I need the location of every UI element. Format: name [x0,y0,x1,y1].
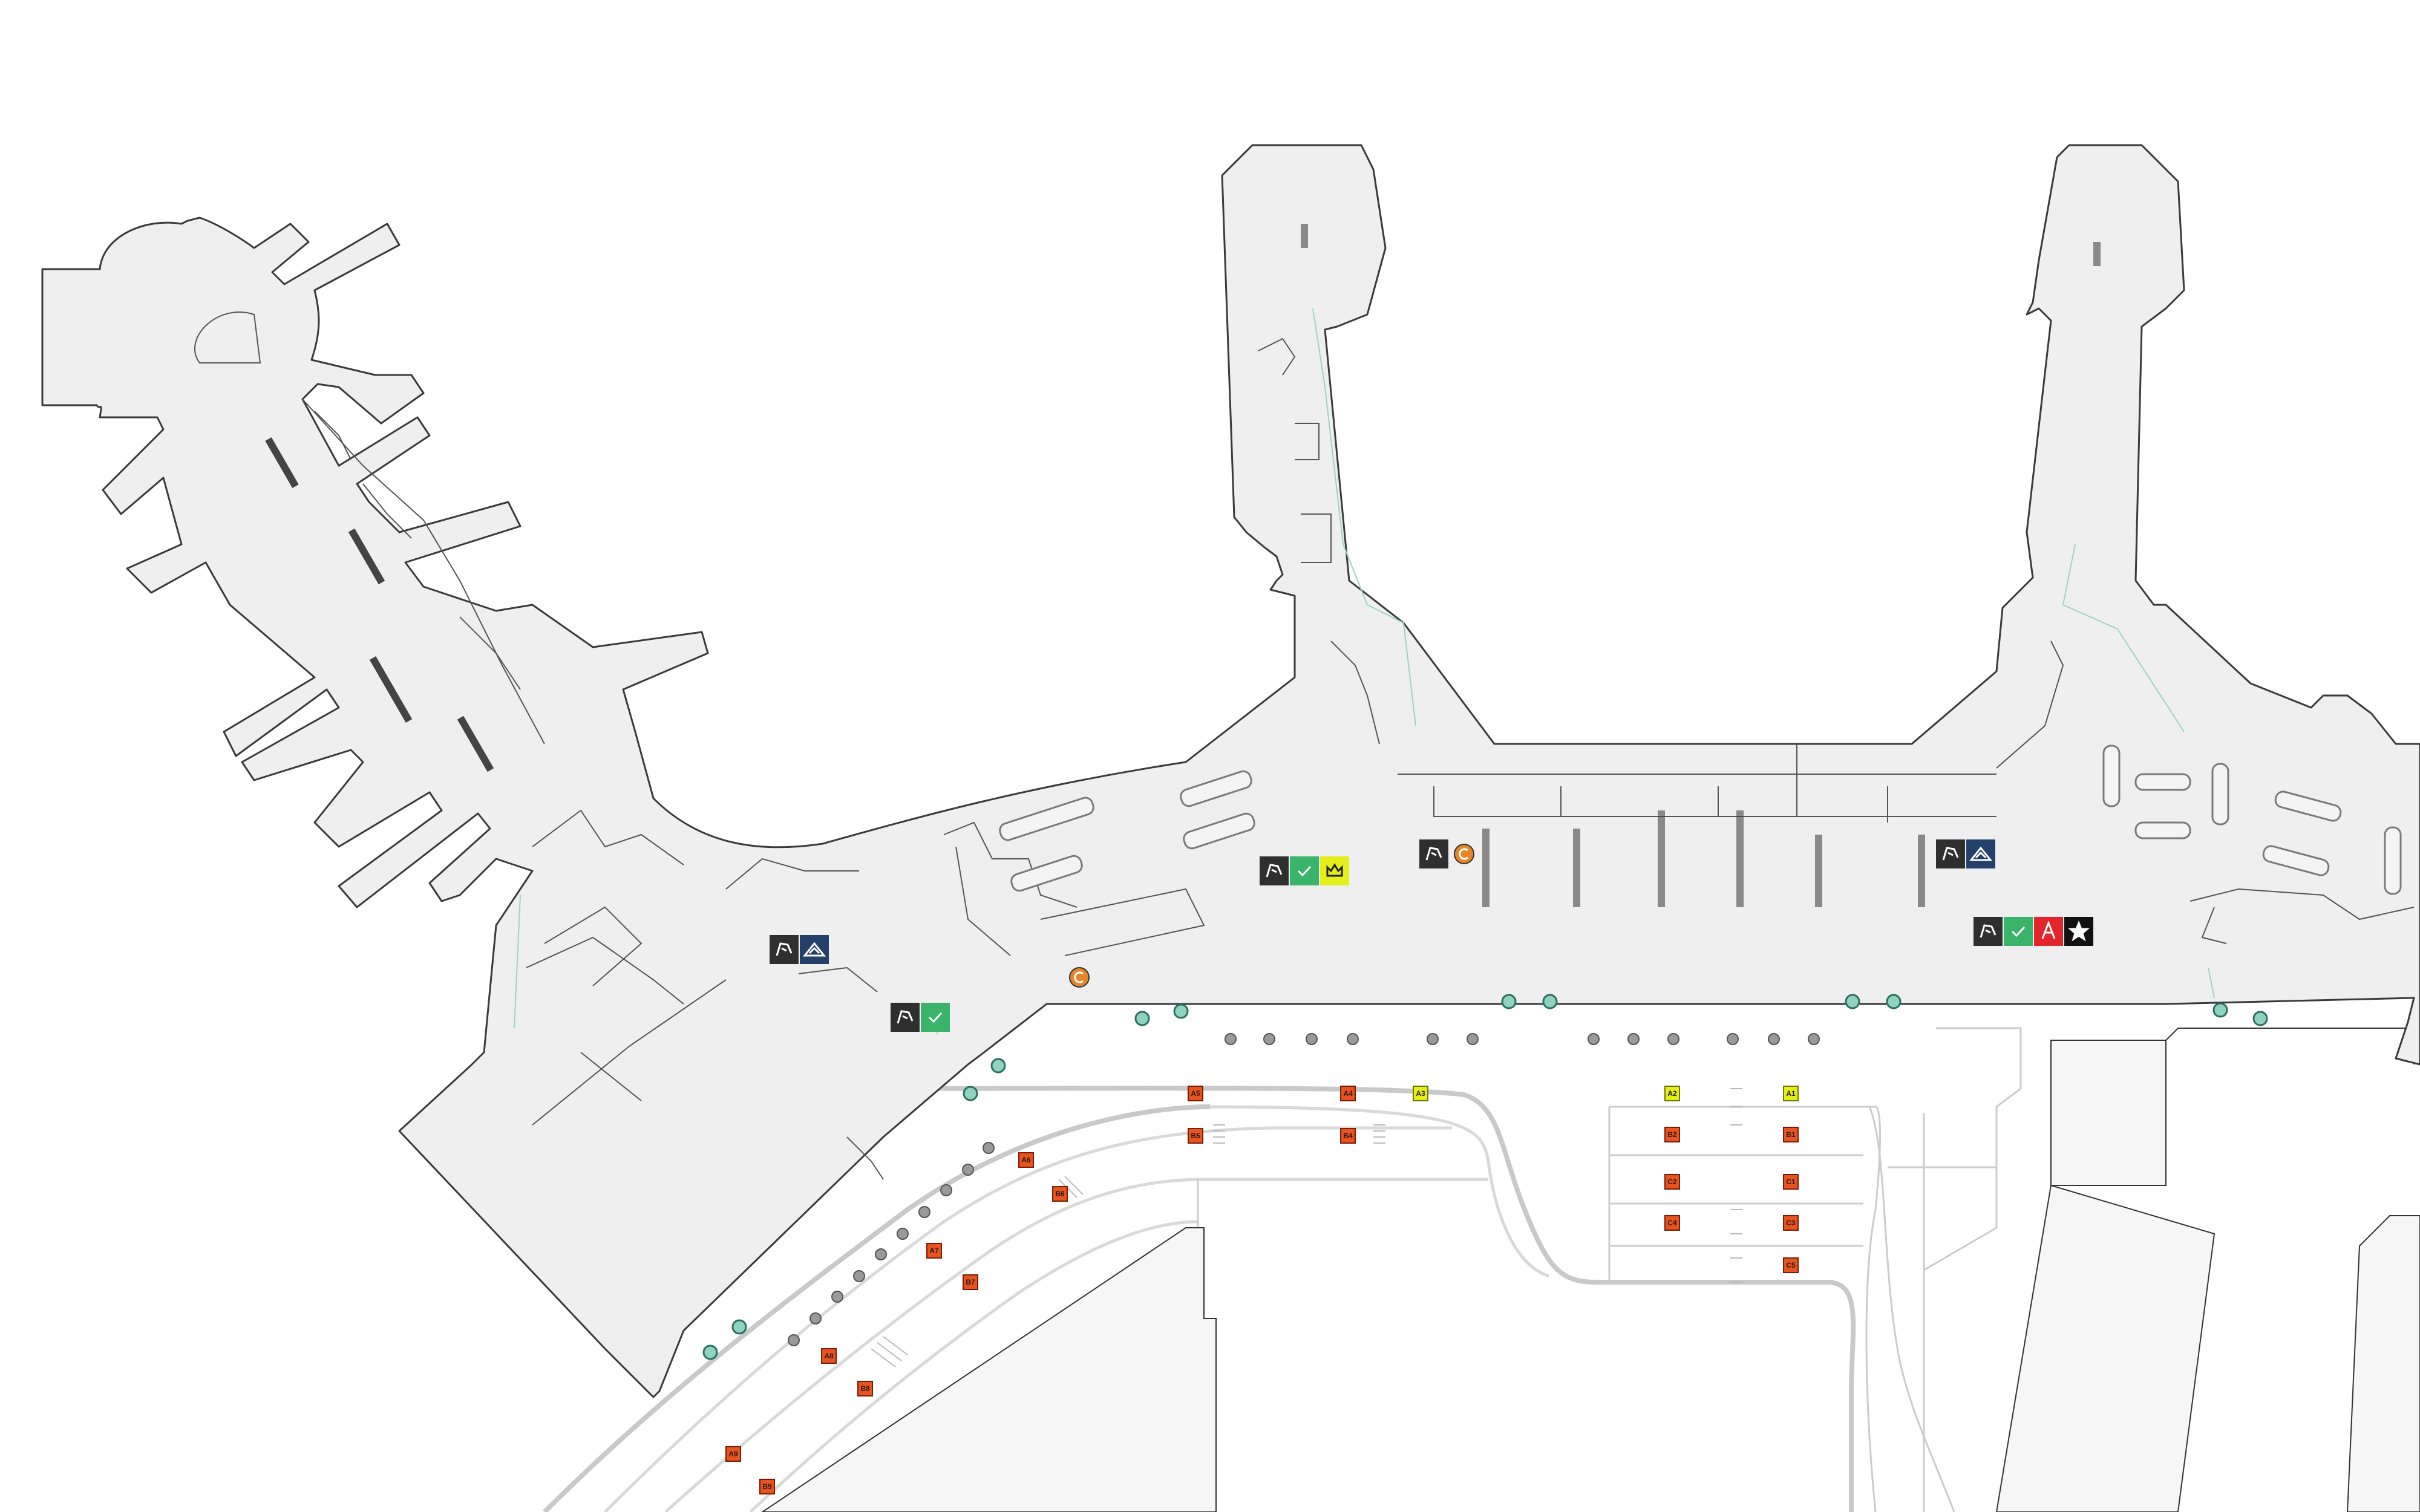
zone-tag-label: A4 [1343,1089,1353,1098]
zone-tag-label: B9 [762,1482,772,1491]
check-in-islands [999,745,2402,895]
checkmark-icon[interactable] [2004,917,2033,946]
zone-tag-red: B7 [963,1274,978,1290]
zone-tag-red: C5 [1783,1257,1799,1273]
gallery-icon[interactable] [1974,917,2003,946]
zone-tag-yellow: A3 [1413,1086,1428,1101]
zone-tag-label: C3 [1786,1219,1796,1227]
crosswalks [871,1088,1742,1367]
zone-tag-label: A1 [1786,1089,1796,1098]
gallery-icon[interactable] [1260,856,1289,885]
zone-tag-label: B7 [966,1278,975,1286]
zone-tag-red: C3 [1783,1215,1799,1231]
gate-desks [265,224,2101,907]
a-letter-icon[interactable] [2034,917,2063,946]
mountain-icon[interactable] [1966,839,1995,868]
crown-icon[interactable] [1320,856,1349,885]
checkmark-icon[interactable] [921,1003,950,1032]
zone-tag-label: A2 [1667,1089,1677,1098]
zone-tag-red: C2 [1664,1174,1680,1190]
checkmark-icon[interactable] [1290,856,1319,885]
zone-tag-label: B1 [1786,1130,1796,1139]
zone-tag-red: B8 [857,1381,873,1396]
gallery-icon[interactable] [1419,839,1448,868]
zone-tag-red: C1 [1783,1174,1799,1190]
zone-tag-red: A8 [821,1348,837,1364]
service-icons [770,839,2093,1032]
zone-tag-label: B4 [1343,1132,1353,1140]
entrance-door[interactable] [1134,1011,1150,1026]
star-icon[interactable] [2064,917,2093,946]
entrance-door[interactable] [2212,1002,2228,1018]
zone-tag-label: A8 [824,1352,834,1360]
zone-tag-red: B2 [1664,1127,1680,1142]
roadways [543,1027,2420,1512]
gallery-icon[interactable] [1936,839,1965,868]
zone-tag-red: B6 [1052,1186,1068,1202]
zone-tag-red: B1 [1783,1127,1799,1142]
entrance-door[interactable] [1173,1003,1189,1019]
zone-tag-red: A6 [1018,1152,1034,1168]
zone-tag-label: B2 [1667,1130,1677,1139]
entrance-doors [702,994,2268,1360]
entrance-door[interactable] [731,1319,747,1335]
zone-tag-yellow: A2 [1664,1086,1680,1101]
zone-tag-yellow: A1 [1783,1086,1799,1101]
entrance-door[interactable] [2252,1011,2268,1026]
entrance-door[interactable] [702,1344,718,1360]
entrance-door[interactable] [1542,994,1558,1009]
zone-tag-label: C5 [1786,1261,1796,1269]
zone-tag-label: C4 [1667,1219,1677,1227]
zone-tag-red: A4 [1340,1086,1356,1101]
mountain-icon[interactable] [800,935,829,964]
zone-tag-label: A3 [1416,1089,1425,1098]
zone-tag-label: A5 [1191,1089,1200,1098]
currency-icon[interactable] [1069,967,1090,988]
entrance-door[interactable] [1886,994,1902,1009]
gallery-icon[interactable] [770,935,799,964]
zone-tag-label: B6 [1055,1190,1065,1198]
zone-tag-label: C2 [1667,1178,1677,1186]
bollards [788,1033,1820,1346]
entrance-door[interactable] [963,1086,978,1101]
currency-icon[interactable] [1454,844,1474,864]
zone-tag-red: A5 [1188,1086,1203,1101]
entrance-door[interactable] [990,1058,1006,1074]
zone-tag-label: A9 [728,1450,738,1458]
zone-tag-red: A7 [926,1243,942,1259]
zone-tag-label: A6 [1021,1156,1031,1164]
zone-tag-red: B5 [1188,1128,1203,1144]
zone-tag-label: B8 [860,1384,870,1393]
zone-tag-label: A7 [929,1246,939,1255]
zone-tag-label: B5 [1191,1132,1200,1140]
zone-tag-red: A9 [725,1446,741,1462]
entrance-door[interactable] [1501,994,1517,1009]
zone-tag-red: B4 [1340,1128,1356,1144]
gallery-icon[interactable] [891,1003,920,1032]
terminal-floor [41,144,2420,1398]
zone-tag-red: B9 [759,1479,775,1494]
entrance-door[interactable] [1845,994,1860,1009]
zone-tag-red: C4 [1664,1215,1680,1231]
zone-tag-label: C1 [1786,1178,1796,1186]
